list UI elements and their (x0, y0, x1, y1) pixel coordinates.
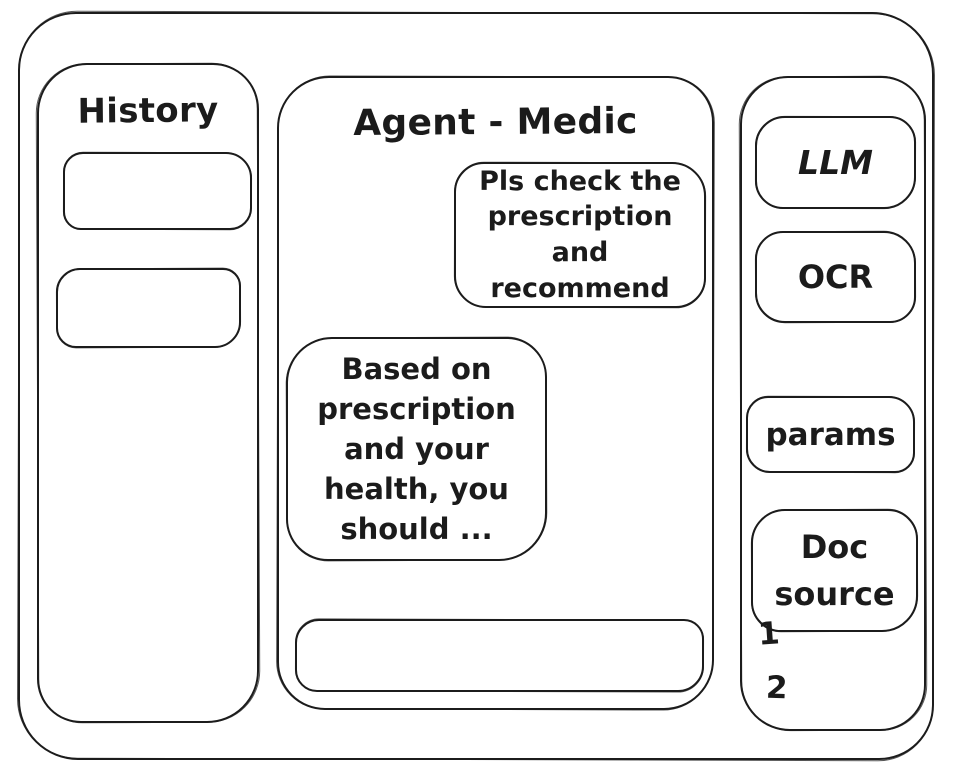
tool-llm-button[interactable]: LLM (755, 116, 916, 209)
tool-ocr-button[interactable]: OCR (755, 231, 916, 323)
history-item[interactable] (63, 152, 252, 230)
chat-panel: Agent - Medic Pls check the prescription… (277, 76, 714, 710)
chat-input[interactable] (311, 625, 688, 686)
chat-message-user: Pls check the prescription and recommend (454, 162, 706, 308)
tool-params-button[interactable]: params (746, 396, 915, 473)
chat-message-assistant: Based on prescription and your health, y… (286, 337, 547, 561)
chat-title: Agent - Medic (353, 101, 638, 144)
doc-source-item-1[interactable]: 1 (756, 615, 781, 653)
tools-panel: LLM OCR params Doc source 1 2 (740, 76, 926, 731)
doc-source-item-2[interactable]: 2 (765, 669, 789, 707)
history-item[interactable] (56, 268, 241, 348)
tool-doc-source-button[interactable]: Doc source (751, 509, 918, 632)
history-panel: History (37, 63, 259, 723)
history-title: History (77, 90, 219, 132)
chat-input-box[interactable] (295, 619, 704, 692)
